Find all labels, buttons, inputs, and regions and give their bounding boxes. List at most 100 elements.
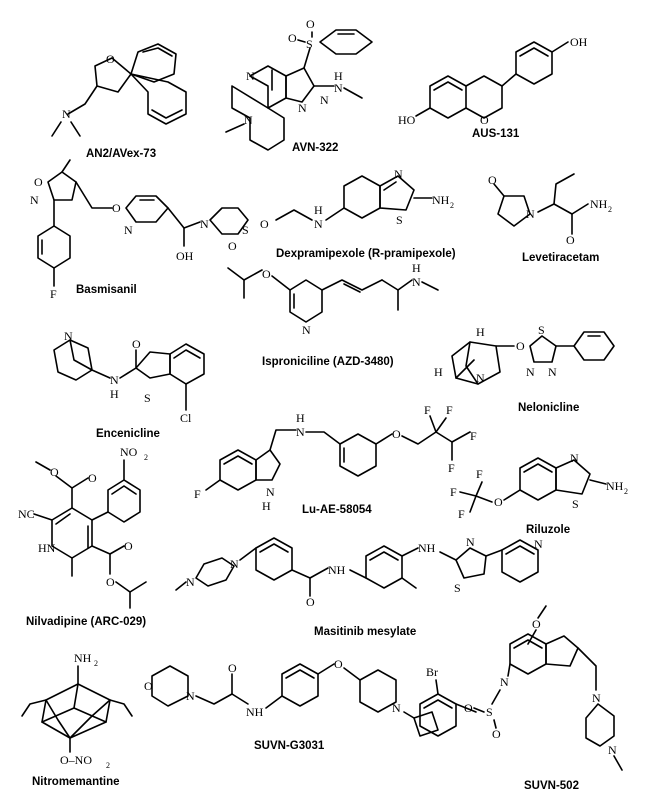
atom-ho: HO	[398, 113, 416, 127]
atom-nh: N	[314, 217, 323, 231]
atom-f: F	[448, 461, 455, 475]
atom-nh2: NH	[432, 193, 450, 207]
caption-avn-322: AVN-322	[292, 142, 339, 154]
atom-nh: N	[110, 373, 119, 387]
structure-nilvadipine: HN NC O O NO 2 O O	[18, 445, 148, 609]
atom-h: H	[110, 387, 119, 401]
atom-o: O	[566, 233, 575, 247]
atom-o: O	[106, 575, 115, 589]
atom-n: N	[230, 557, 239, 571]
atom-nh: NH	[418, 541, 436, 555]
atom-h: H	[334, 69, 343, 83]
caption-nitromemantine: Nitromemantine	[32, 776, 120, 788]
atom-o: O	[532, 617, 541, 631]
atom-n: N	[476, 371, 485, 385]
atom-o: O	[262, 267, 271, 281]
atom-o-no2: O–NO	[60, 753, 92, 767]
atom-f: F	[458, 507, 465, 521]
atom-oh: OH	[570, 35, 588, 49]
atom-n: N	[592, 691, 601, 705]
atom-s: S	[572, 497, 579, 511]
atom-o: O	[494, 495, 503, 509]
atom-sub2: 2	[608, 205, 612, 214]
atom-f: F	[194, 487, 201, 501]
atom-n: N	[526, 365, 535, 379]
atom-f: F	[470, 429, 477, 443]
atom-o: O	[144, 679, 153, 693]
atom-sub2: 2	[106, 761, 110, 770]
atom-sub2: 2	[624, 487, 628, 496]
atom-n: N	[124, 223, 133, 237]
atom-n: N	[200, 217, 209, 231]
atom-h: H	[296, 411, 305, 425]
atom-o: O	[306, 17, 315, 31]
atom-s: S	[144, 391, 151, 405]
structure-dexpramipexole: N H N S NH 2	[275, 167, 454, 231]
atom-n: N	[186, 689, 195, 703]
atom-o: O	[488, 173, 497, 187]
atom-sub2: 2	[450, 201, 454, 210]
atom-n: N	[320, 93, 329, 107]
caption-ispronicline: Isproniciline (AZD-3480)	[262, 356, 394, 368]
atom-s: S	[242, 223, 249, 237]
atom-o: O	[288, 31, 297, 45]
atom-no2: NO	[120, 445, 138, 459]
atom-n: N	[244, 113, 253, 127]
structure-levetiracetam: O N O NH 2	[488, 173, 612, 247]
atom-f: F	[50, 287, 57, 301]
atom-o: O	[492, 727, 501, 741]
atom-h: H	[476, 325, 485, 339]
caption-suvn-g3031: SUVN-G3031	[254, 740, 325, 752]
structure-masitinib: N N O NH NH N S N	[175, 535, 543, 609]
caption-basmisanil: Basmisanil	[76, 284, 137, 296]
atom-nh: NH	[246, 705, 264, 719]
atom-nh: N	[296, 425, 305, 439]
atom-cn: NC	[18, 507, 35, 521]
atom-f: F	[424, 403, 431, 417]
caption-masitinib: Masitinib mesylate	[314, 626, 417, 638]
structure-suvn-g3031: O N O NH O N	[144, 657, 439, 737]
atom-n: N	[412, 275, 421, 289]
atom-n: N	[392, 701, 401, 715]
atom-o: O	[480, 113, 489, 127]
structure-encenicline: N N H O S Cl	[53, 329, 205, 425]
atom-s: S	[486, 705, 493, 719]
caption-nelonicline: Nelonicline	[518, 402, 580, 414]
atom-o: O	[34, 175, 43, 189]
atom-s: S	[396, 213, 403, 227]
atom-o: O	[464, 701, 473, 715]
atom-sub2: 2	[94, 659, 98, 668]
structure-nitromemantine: NH 2 O–NO 2	[21, 651, 133, 770]
atom-br: Br	[426, 665, 438, 679]
atom-h: H	[314, 203, 323, 217]
structure-avn-322: N N N N N H S O O	[225, 17, 373, 151]
caption-riluzole: Riluzole	[526, 524, 571, 536]
caption-nilvadipine: Nilvadipine (ARC-029)	[26, 616, 147, 628]
atom-o: O	[306, 595, 315, 609]
structure-riluzole: F F F O N S NH 2	[450, 451, 628, 521]
structure-nelonicline: N H H O S N N	[434, 323, 615, 385]
atom-nh2: NH	[590, 197, 608, 211]
atom-n: N	[30, 193, 39, 207]
atom-o: O	[132, 337, 141, 351]
atom-n: N	[298, 101, 307, 115]
atom-o: O	[228, 661, 237, 675]
atom-o: O	[516, 339, 525, 353]
atom-n: N	[394, 167, 403, 181]
atom-n: N	[302, 323, 311, 337]
caption-lu-ae-58054: Lu-AE-58054	[302, 504, 372, 516]
caption-dexpramipexole: Dexpramipexole (R-pramipexole)	[276, 248, 456, 260]
atom-f: F	[450, 485, 457, 499]
atom-nh: NH	[328, 563, 346, 577]
atom-o: O	[392, 427, 401, 441]
atom-cl: Cl	[180, 411, 192, 425]
atom-sub2: 2	[144, 453, 148, 462]
atom-o: O	[88, 471, 97, 485]
caption-an2-avex-73: AN2/AVex-73	[86, 148, 157, 160]
atom-o: O	[334, 657, 343, 671]
atom-o: O	[228, 239, 237, 253]
atom-hn: H	[262, 499, 271, 513]
atom-nh: N	[334, 81, 343, 95]
